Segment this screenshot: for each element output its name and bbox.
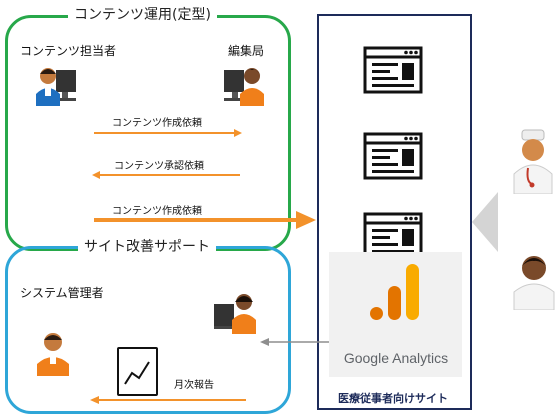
- monthly-report-label: 月次報告: [174, 380, 214, 391]
- analytics-label: Google Analytics: [343, 350, 449, 366]
- analytics-arrow: [260, 338, 329, 346]
- doctor-icon: [513, 129, 553, 194]
- system-admin-label: システム管理者: [20, 286, 104, 300]
- flow-arrows: [92, 129, 316, 229]
- flow-label-create-request: コンテンツ作成依頼: [112, 118, 202, 129]
- site-panel: [317, 14, 472, 410]
- nurse-icon: [513, 256, 555, 310]
- webpage-icon: [363, 46, 423, 94]
- person-at-computer-icon: [214, 294, 256, 334]
- webpage-icon: [363, 132, 423, 180]
- site-caption: 医療従事者向けサイト: [338, 392, 448, 405]
- person-at-computer-icon: [36, 68, 76, 106]
- site-support-title: サイト改善サポート: [78, 238, 216, 256]
- person-icon: [37, 333, 69, 376]
- flow-label-create-request-site: コンテンツ作成依頼: [112, 206, 202, 217]
- monthly-report-arrow: [90, 396, 246, 404]
- chart-report-icon: [117, 347, 158, 396]
- google-analytics-icon: [370, 264, 419, 320]
- audience-pointer: [472, 192, 498, 252]
- content-ops-title: コンテンツ運用(定型): [68, 6, 217, 24]
- flow-label-approval-request: コンテンツ承認依頼: [114, 161, 204, 172]
- content-owner-label: コンテンツ担当者: [20, 44, 117, 58]
- editor-label: 編集局: [228, 44, 265, 58]
- person-at-computer-icon: [224, 68, 264, 106]
